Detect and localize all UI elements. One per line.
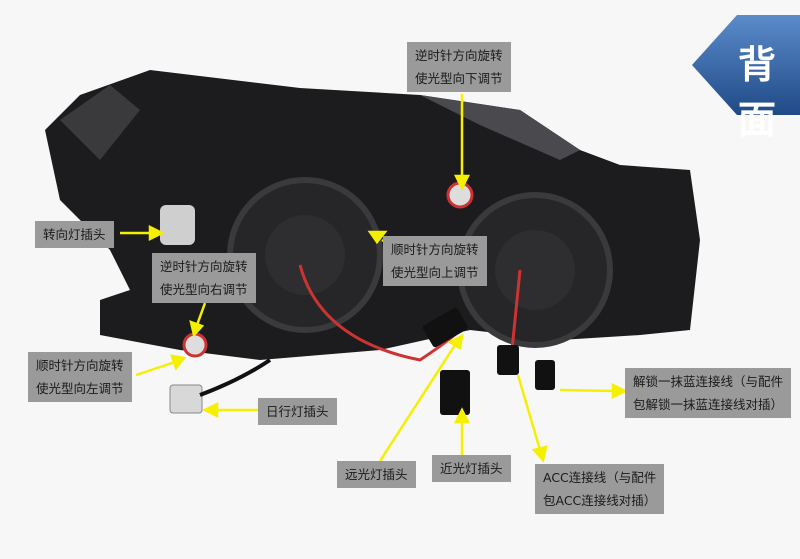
label-line: 顺时针方向旋转 bbox=[36, 358, 124, 373]
label-unlock-wire: 解锁一抹蓝连接线（与配件 包解锁一抹蓝连接线对插） bbox=[625, 368, 792, 418]
label-turn-signal-plug: 转向灯插头 bbox=[35, 221, 114, 248]
drl-connector bbox=[169, 384, 203, 414]
label-line: 包解锁一抹蓝连接线对插） bbox=[633, 397, 784, 412]
label-line: 使光型向左调节 bbox=[36, 381, 124, 396]
label-line: 使光型向右调节 bbox=[160, 282, 248, 297]
label-drl-plug: 日行灯插头 bbox=[258, 398, 337, 425]
label-line: 逆时针方向旋转 bbox=[415, 48, 503, 63]
label-acc-wire: ACC连接线（与配件 包ACC连接线对插） bbox=[535, 464, 665, 514]
label-rotate-ccw-down: 逆时针方向旋转 使光型向下调节 bbox=[407, 42, 511, 92]
label-rotate-cw-up: 顺时针方向旋转 使光型向上调节 bbox=[383, 236, 487, 286]
label-rotate-cw-left: 顺时针方向旋转 使光型向左调节 bbox=[28, 352, 132, 402]
label-line: 解锁一抹蓝连接线（与配件 bbox=[633, 374, 784, 389]
label-rotate-ccw-right: 逆时针方向旋转 使光型向右调节 bbox=[152, 253, 256, 303]
label-line: 包ACC连接线对插） bbox=[543, 493, 657, 508]
label-line: 使光型向下调节 bbox=[415, 71, 503, 86]
adjuster-screw-side bbox=[182, 332, 208, 358]
label-line: 顺时针方向旋转 bbox=[391, 242, 479, 257]
label-line: 逆时针方向旋转 bbox=[160, 259, 248, 274]
label-low-beam-plug: 近光灯插头 bbox=[432, 455, 511, 482]
low-beam-connector bbox=[440, 370, 470, 415]
turn-signal-socket bbox=[160, 205, 195, 245]
high-beam-connector bbox=[422, 307, 468, 348]
label-line: 使光型向上调节 bbox=[391, 265, 479, 280]
headlamp-housing bbox=[45, 70, 700, 360]
acc-connector bbox=[497, 345, 519, 375]
label-line: ACC连接线（与配件 bbox=[543, 470, 657, 485]
annotation-arrows bbox=[120, 94, 628, 463]
banner-title: 背面 bbox=[738, 43, 779, 142]
label-high-beam-plug: 远光灯插头 bbox=[337, 461, 416, 488]
unlock-connector bbox=[535, 360, 555, 390]
banner-shape bbox=[692, 15, 800, 115]
